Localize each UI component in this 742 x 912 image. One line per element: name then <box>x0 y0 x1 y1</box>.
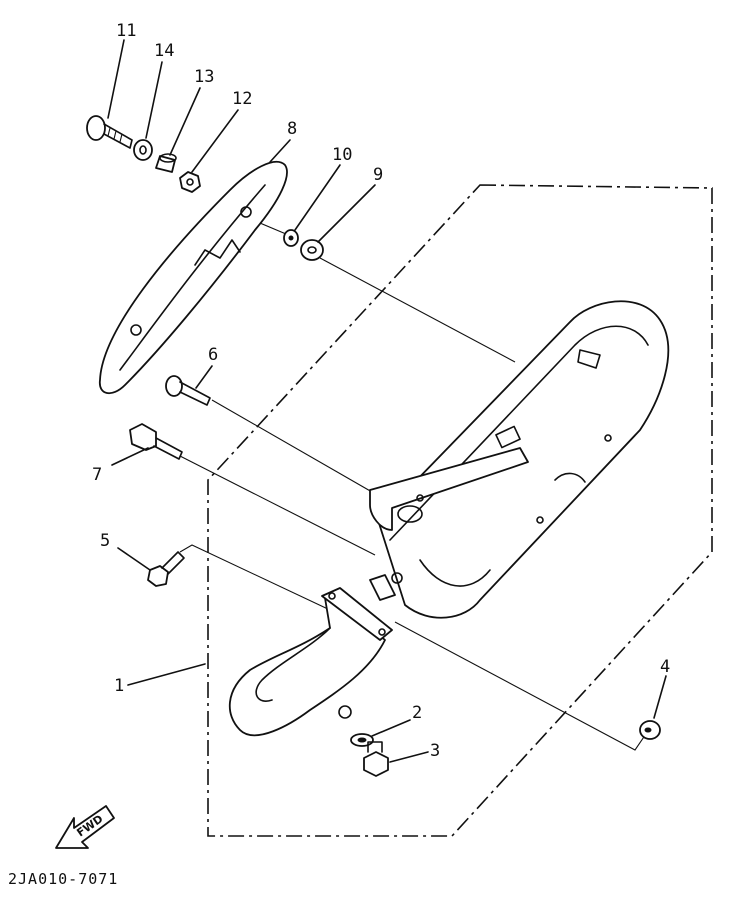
exhaust-pipe <box>228 587 393 737</box>
bolt-7 <box>129 423 183 460</box>
callout-1: 1 <box>114 676 124 696</box>
callout-14: 14 <box>154 41 174 61</box>
muffler <box>369 300 670 619</box>
callout-12: 12 <box>232 89 252 109</box>
washer-10 <box>283 229 299 247</box>
diagram-code: 2JA010-7071 <box>8 870 118 888</box>
callout-6: 6 <box>208 345 218 365</box>
callout-11: 11 <box>116 21 136 41</box>
callout-9: 9 <box>373 165 383 185</box>
fwd-arrow-icon: FWD <box>55 805 115 849</box>
washer-9 <box>300 239 324 261</box>
leader-lines <box>107 39 667 763</box>
callout-7: 7 <box>92 465 102 485</box>
heat-protector <box>99 160 288 394</box>
nut-3 <box>363 741 389 777</box>
bolt-6 <box>165 375 211 406</box>
callout-labels: 11 14 13 12 8 10 9 6 7 5 1 2 3 4 <box>92 21 670 761</box>
bolt-11 <box>86 115 133 149</box>
callout-5: 5 <box>100 531 110 551</box>
callout-3: 3 <box>430 741 440 761</box>
collar-13 <box>155 153 177 173</box>
gasket-2 <box>350 733 374 747</box>
callout-10: 10 <box>332 145 352 165</box>
callout-13: 13 <box>194 67 214 87</box>
bolt-5 <box>147 551 185 587</box>
callout-8: 8 <box>287 119 297 139</box>
nut-12 <box>179 171 201 193</box>
washer-14 <box>133 139 153 161</box>
assembly-boundary <box>207 184 713 837</box>
callout-2: 2 <box>412 703 422 723</box>
callout-4: 4 <box>660 657 670 677</box>
washer-4 <box>639 720 661 740</box>
